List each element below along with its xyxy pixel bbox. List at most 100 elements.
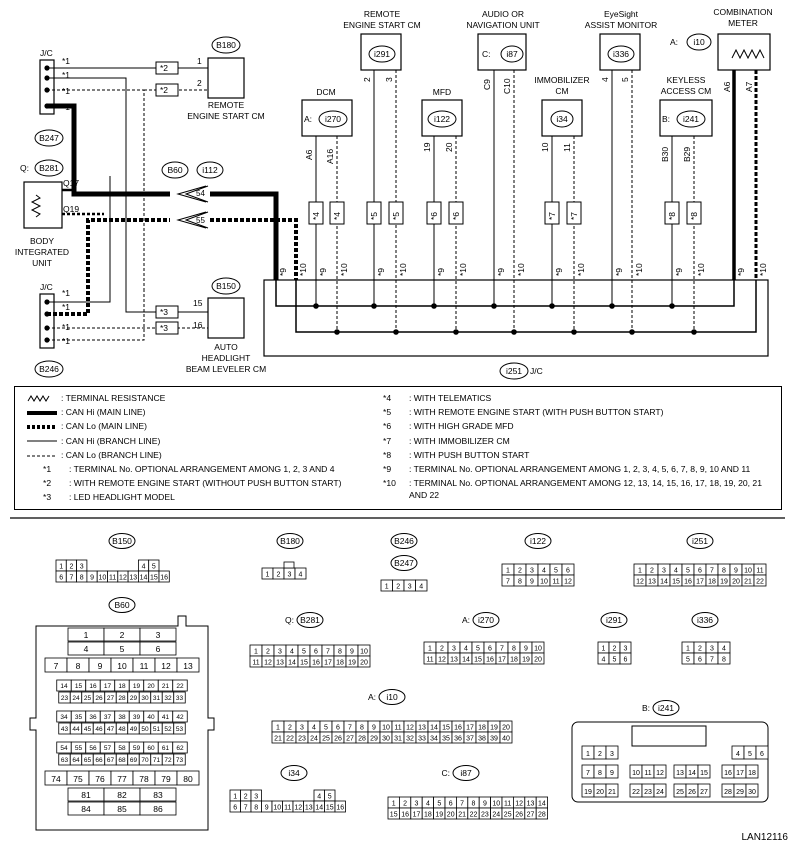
pin-number: 16 [312, 660, 320, 667]
pin-cell [531, 652, 545, 665]
pin-number: 86 [153, 804, 163, 814]
pin-number: 8 [338, 649, 342, 656]
svg-text:ENGINE START CM: ENGINE START CM [187, 111, 264, 121]
pin-number: 7 [348, 725, 352, 732]
pin-number: 7 [506, 579, 510, 586]
svg-text:AUTO: AUTO [214, 342, 238, 352]
svg-text:UNIT: UNIT [32, 258, 52, 268]
svg-text:IMMOBILIZER: IMMOBILIZER [534, 75, 589, 85]
pin-number: 8 [512, 646, 516, 653]
pin-number: 21 [458, 812, 466, 819]
pin-number: 2 [288, 725, 292, 732]
mfd-box [421, 99, 463, 137]
pin-number: 15 [700, 770, 708, 777]
pin-number: 6 [449, 801, 453, 808]
pin-number: 10 [744, 568, 752, 575]
pin-number: 1 [254, 649, 258, 656]
pin-number: 1 [266, 572, 270, 579]
pin-number: 8 [254, 805, 258, 812]
i336-face-label: i336 [697, 615, 713, 625]
pin-number: 70 [141, 757, 149, 764]
i34-face-oval [280, 765, 308, 781]
legend-item: *6: WITH HIGH GRADE MFD [383, 421, 514, 432]
pin-number: 26 [95, 695, 103, 702]
pin-number: 5 [302, 649, 306, 656]
pin-number: 30 [141, 695, 149, 702]
pin-number: 23 [61, 695, 69, 702]
pin-cell [561, 574, 575, 587]
pin-number: 21 [608, 789, 616, 796]
pin-number: 29 [370, 736, 378, 743]
pin-number: 3 [452, 646, 456, 653]
pin-number: 15 [442, 725, 450, 732]
pin-number: 34 [60, 714, 68, 721]
pin-number: 38 [478, 736, 486, 743]
pin-number: 5 [686, 568, 690, 575]
pin-cell [334, 800, 346, 813]
pin-number: 31 [394, 736, 402, 743]
pin-number: 12 [515, 801, 523, 808]
legend-text: : WITH IMMOBILIZER CM [409, 435, 510, 446]
svg-text:EyeSight: EyeSight [604, 9, 639, 19]
pin-cell [357, 655, 371, 668]
pin-number: 66 [95, 757, 103, 764]
pin-number: 45 [84, 726, 92, 733]
pin-number: 11 [394, 725, 401, 732]
pin-number: 10 [632, 770, 640, 777]
pin-number: 9 [90, 575, 94, 582]
svg-text:5: 5 [620, 77, 630, 82]
pin-number: 32 [164, 695, 172, 702]
pin-number: 9 [483, 801, 487, 808]
pin-number: 1 [233, 794, 237, 801]
pin-number: 1 [586, 751, 590, 758]
svg-text:*7: *7 [547, 212, 557, 220]
opt-star3-a: *3 [160, 307, 168, 317]
pin-number: 17 [498, 657, 506, 664]
pin-number: 32 [406, 736, 414, 743]
pin-number: 14 [538, 801, 546, 808]
svg-text:B29: B29 [682, 147, 692, 162]
pin-number: 9 [265, 805, 269, 812]
pin-number: 1 [59, 564, 63, 571]
svg-text:*7: *7 [569, 212, 579, 220]
svg-text:*5: *5 [369, 212, 379, 220]
pin-number: 5 [554, 568, 558, 575]
pin-number: 9 [734, 568, 738, 575]
keyless-box [659, 99, 713, 137]
svg-text:55: 55 [196, 216, 205, 225]
pin-number: 22 [286, 736, 294, 743]
pin-number: 6 [566, 568, 570, 575]
legend-item: *10: TERMINAL No. OPTIONAL ARRANGEMENT A… [383, 478, 762, 489]
pin-cell [139, 641, 177, 656]
pin-number: 29 [736, 789, 744, 796]
legend-text: : WITH REMOTE ENGINE START (WITHOUT PUSH… [69, 478, 342, 489]
pin-number: 20 [502, 725, 510, 732]
pin-number: 13 [305, 805, 313, 812]
svg-text:*8: *8 [667, 212, 677, 220]
svg-text:*9: *9 [554, 268, 564, 276]
pin-number: 4 [736, 751, 740, 758]
pin-cell [173, 722, 186, 735]
pin-number: 16 [336, 805, 344, 812]
pin-cell [755, 745, 769, 760]
remote-start-cm-top-box [360, 33, 402, 71]
pin-number: 48 [118, 726, 126, 733]
legend-item: *2: WITH REMOTE ENGINE START (WITHOUT PU… [43, 478, 342, 489]
pin-number: 8 [598, 770, 602, 777]
i10-tag: i10 [693, 37, 705, 47]
pin-number: 19 [490, 725, 498, 732]
i87-face-prefix: C: [442, 768, 451, 778]
svg-text:*10: *10 [634, 263, 644, 276]
pin-number: 2 [69, 564, 73, 571]
i87-face-label: i87 [460, 768, 472, 778]
pin-number: 14 [660, 579, 668, 586]
pin-number: 20 [534, 657, 542, 664]
immobilizer-box [541, 99, 583, 137]
svg-text:REMOTE: REMOTE [364, 9, 401, 19]
pin-number: 13 [676, 770, 684, 777]
pin-number: 18 [748, 770, 756, 777]
pin-number: 20 [360, 660, 368, 667]
pin-number: 19 [133, 683, 141, 690]
pin-number: 67 [107, 757, 115, 764]
pin-number: 10 [273, 805, 281, 812]
